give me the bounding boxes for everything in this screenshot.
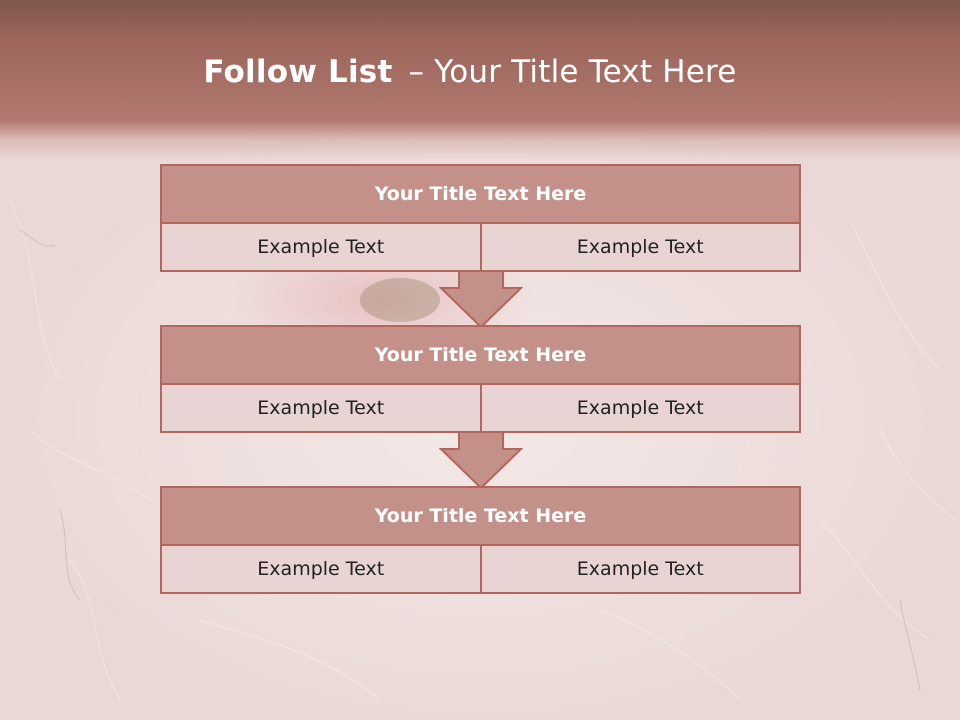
- block-title: Your Title Text Here: [162, 327, 799, 385]
- block-cell-right: Example Text: [479, 385, 800, 431]
- list-block-1: Your Title Text Here Example Text Exampl…: [160, 164, 801, 272]
- down-arrow-icon: [439, 270, 523, 328]
- slide-title: Follow List–Your Title Text Here: [0, 54, 940, 90]
- block-cell-right: Example Text: [479, 546, 800, 592]
- block-row: Example Text Example Text: [162, 224, 799, 270]
- down-arrow-icon: [439, 431, 523, 489]
- block-row: Example Text Example Text: [162, 385, 799, 431]
- block-cell-left: Example Text: [257, 236, 385, 258]
- block-title: Your Title Text Here: [162, 166, 799, 224]
- block-cell-left: Example Text: [257, 397, 385, 419]
- slide-title-rest: Your Title Text Here: [434, 54, 737, 90]
- block-cell-right: Example Text: [479, 224, 800, 270]
- list-block-3: Your Title Text Here Example Text Exampl…: [160, 486, 801, 594]
- block-cell-left: Example Text: [257, 558, 385, 580]
- list-block-2: Your Title Text Here Example Text Exampl…: [160, 325, 801, 433]
- header-band: [0, 0, 960, 160]
- block-row: Example Text Example Text: [162, 546, 799, 592]
- slide-title-bold: Follow List: [203, 54, 393, 90]
- block-title: Your Title Text Here: [162, 488, 799, 546]
- slide-title-separator: –: [408, 54, 425, 90]
